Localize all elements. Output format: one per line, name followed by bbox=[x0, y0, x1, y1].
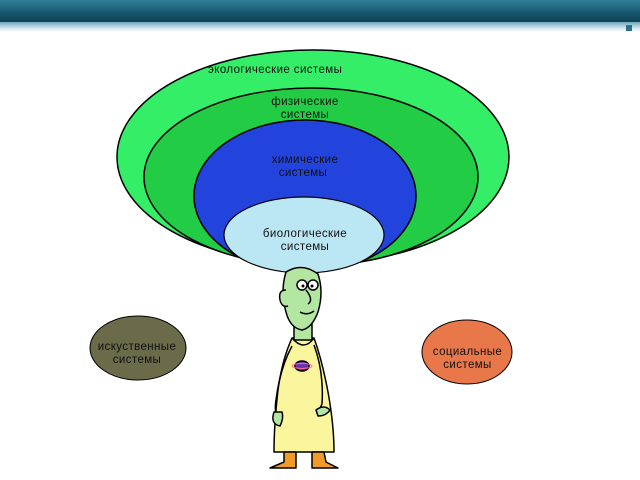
social-systems-circle bbox=[421, 319, 513, 385]
physical-systems-label-line1: физические bbox=[271, 96, 339, 108]
chemical-systems-label-line2: системы bbox=[278, 167, 328, 179]
scientist-figure bbox=[269, 266, 339, 469]
artificial-systems-circle bbox=[89, 315, 187, 381]
chemical-systems-label-line1: химические bbox=[271, 154, 339, 166]
slide-header-shadow bbox=[0, 22, 640, 32]
biological-systems-label-line2: системы bbox=[280, 241, 330, 253]
artificial-systems-label-line2: системы bbox=[112, 354, 162, 366]
ecological-systems-label: экологические системы bbox=[208, 64, 343, 76]
social-systems-label-line1: социальные bbox=[432, 346, 503, 358]
social-systems-label-line2: системы bbox=[443, 359, 492, 371]
physical-systems-label-line2: системы bbox=[280, 109, 330, 121]
slide-corner-mark bbox=[626, 25, 632, 31]
biological-systems-label-line1: биологические bbox=[262, 228, 348, 240]
slide-header-bar bbox=[0, 0, 640, 22]
artificial-systems-label-line1: искуственные bbox=[97, 341, 177, 353]
